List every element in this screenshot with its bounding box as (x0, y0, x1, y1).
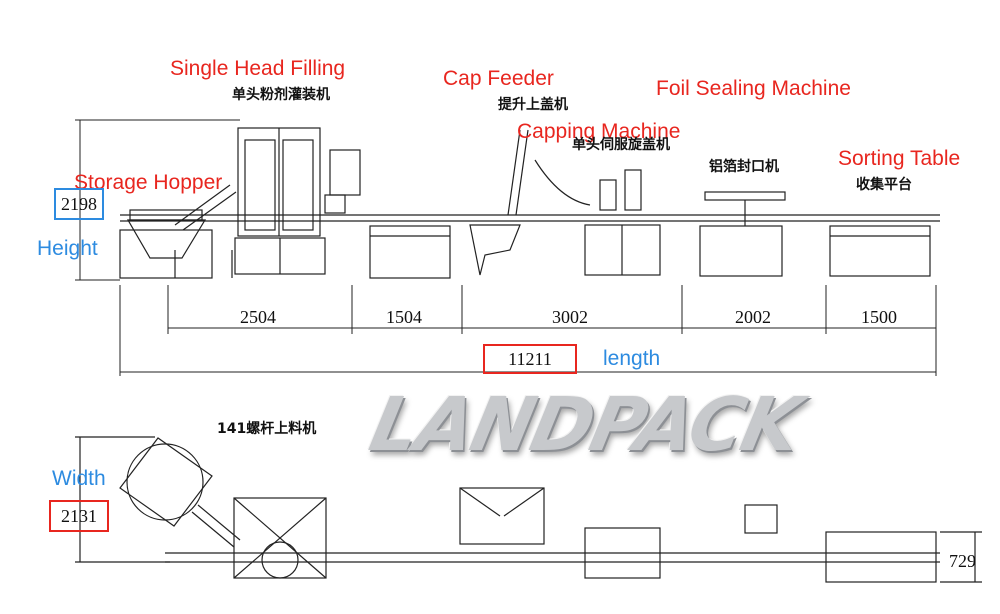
height-value-box: 2198 (54, 188, 104, 220)
label-capping-machine: Capping Machine (517, 120, 681, 143)
height-label: Height (37, 237, 98, 260)
label-capping-machine-cn: 单头伺服旋盖机 (572, 137, 670, 153)
width-label: Width (52, 467, 106, 490)
segment-dimension: 1504 (386, 307, 422, 327)
segment-dimension: 3002 (552, 307, 588, 327)
label-foil-sealing-machine: Foil Sealing Machine (656, 77, 851, 100)
length-label: length (603, 347, 661, 370)
segment-dimension: 2504 (240, 307, 276, 327)
label-single-head-filling: Single Head Filling (170, 57, 346, 80)
label-sorting-table-cn: 收集平台 (856, 177, 912, 193)
label-storage-hopper: Storage Hopper (74, 171, 223, 194)
conveyor-width-dimension: 729 (949, 551, 976, 571)
segment-dimension: 1500 (861, 307, 897, 327)
width-value-box: 2131 (49, 500, 109, 532)
landpack-logo: LANDPACK (362, 382, 808, 468)
label-foil-sealing-machine-cn: 铝箔封口机 (709, 159, 779, 175)
label-screw-feeder-cn: 141螺杆上料机 (217, 421, 317, 437)
segment-dimension: 2002 (735, 307, 771, 327)
label-single-head-filling-cn: 单头粉剂灌装机 (232, 87, 330, 103)
label-sorting-table: Sorting Table (838, 147, 961, 170)
label-cap-feeder-cn: 提升上盖机 (498, 97, 568, 113)
length-value-box: 11211 (483, 344, 577, 374)
label-cap-feeder: Cap Feeder (443, 67, 554, 90)
